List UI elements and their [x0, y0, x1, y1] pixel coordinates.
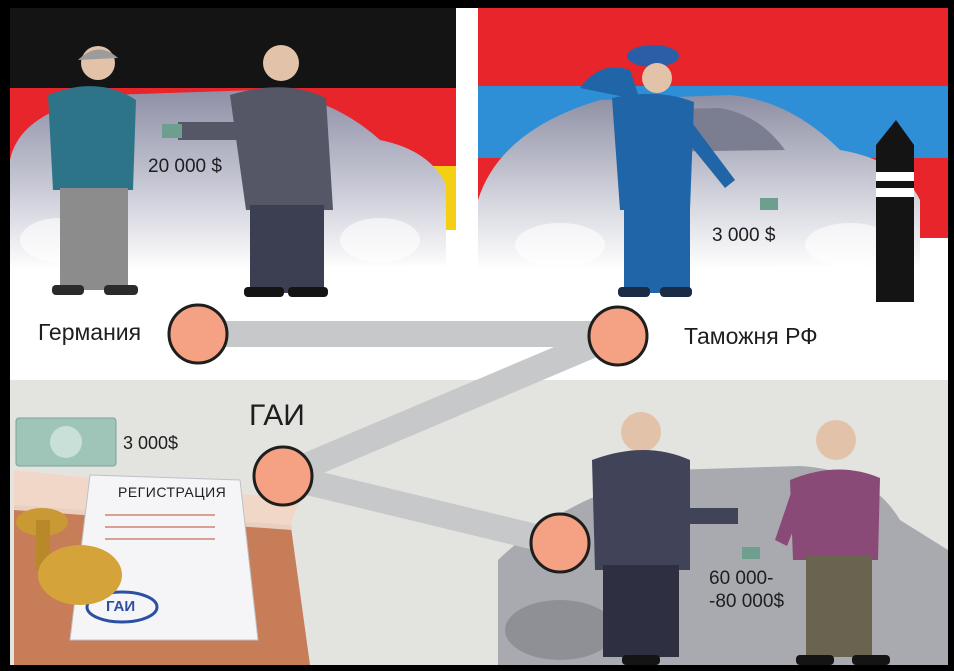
rubber-stamp — [16, 508, 122, 605]
amount-sale-line1: 60 000- — [709, 568, 774, 589]
border-post — [876, 120, 914, 302]
amount-gai: 3 000$ — [123, 433, 179, 453]
route-nodes — [167, 303, 649, 574]
amount-sale-line2: -80 000$ — [709, 591, 785, 612]
documents-pile — [14, 470, 310, 665]
person-buyer — [742, 420, 890, 665]
label-customs: Таможня РФ — [684, 323, 818, 349]
document-title: РЕГИСТРАЦИЯ — [118, 484, 227, 500]
person-customs-officer — [580, 45, 778, 297]
node-gai — [252, 445, 314, 507]
stamp-text: ГАИ — [106, 598, 136, 615]
amount-sale: 60 000- -80 000$ — [709, 567, 784, 613]
banknote — [15, 417, 117, 467]
node-germany — [167, 303, 229, 365]
amount-customs: 3 000 $ — [712, 225, 776, 246]
person-german-right — [162, 45, 333, 297]
amount-germany: 20 000 $ — [148, 156, 222, 177]
label-gai: ГАИ — [249, 399, 305, 432]
node-buyer — [529, 512, 591, 574]
person-seller — [592, 412, 738, 665]
label-germany: Германия — [38, 319, 142, 345]
person-german-left — [48, 46, 138, 295]
node-customs — [587, 305, 649, 367]
route — [185, 321, 631, 556]
